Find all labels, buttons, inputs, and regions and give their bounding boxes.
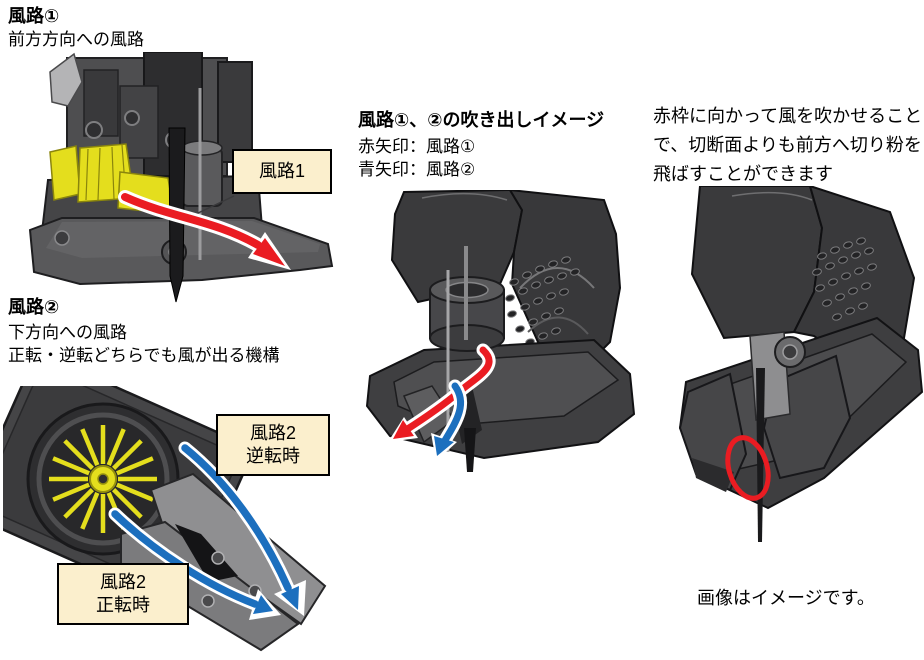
- blowout-legend-red: 赤矢印：風路①: [358, 137, 476, 156]
- fan-yellow: [49, 425, 157, 533]
- fan-hub-hole: [97, 473, 109, 485]
- right-note: 赤枠に向かって風を吹かせることで、切断面よりも前方へ切り粉を飛ばすことができます: [653, 106, 923, 184]
- label-reverse-line2: 逆転時: [246, 446, 300, 466]
- vent-holes-center: [505, 256, 580, 346]
- label-forward-line1: 風路2: [99, 572, 146, 592]
- label-box-air-path-2-forward: 風路2 正転時: [57, 563, 189, 625]
- label-air-path-1-text: 風路1: [258, 161, 305, 181]
- label-box-air-path-1: 風路1: [232, 149, 332, 194]
- air-path-1-desc: 前方方向への風路: [8, 30, 144, 49]
- illustration-air-path-2-fan-view: [3, 386, 327, 652]
- air-path-1-title: 風路①: [8, 6, 60, 26]
- blowout-legend-blue: 青矢印：風路②: [358, 160, 476, 179]
- label-box-air-path-2-reverse: 風路2 逆転時: [216, 414, 330, 476]
- airflow-arrow-blue-center: [431, 379, 468, 461]
- footer-disclaimer: 画像はイメージです。: [697, 588, 875, 608]
- callout-line: [195, 195, 235, 215]
- illustration-red-frame-right: [678, 186, 924, 542]
- jigsaw-upper-mechanism: [49, 52, 253, 177]
- illustration-blowout-center: [365, 190, 636, 472]
- jigsaw-base-center: [365, 338, 636, 460]
- air-path-2-desc-2: 正転・逆転どちらでも風が出る機構: [8, 346, 280, 365]
- label-reverse-line1: 風路2: [249, 423, 296, 443]
- blade-holder-cylinder: [181, 140, 223, 207]
- airflow-arrow-blue-reverse: [178, 441, 306, 616]
- vent-holes-right: [812, 237, 877, 321]
- red-frame-ellipse: [725, 435, 771, 501]
- saw-blade-center: [464, 428, 476, 472]
- blowout-title: 風路①、②の吹き出しイメージ: [358, 110, 605, 130]
- airflow-arrow-red-1: [118, 190, 291, 270]
- air-path-2-desc-1: 下方向への風路: [8, 323, 127, 342]
- air-path-2-title: 風路②: [8, 297, 60, 317]
- illustration-air-path-1-cross-section: [28, 52, 334, 303]
- label-forward-line2: 正転時: [96, 595, 150, 615]
